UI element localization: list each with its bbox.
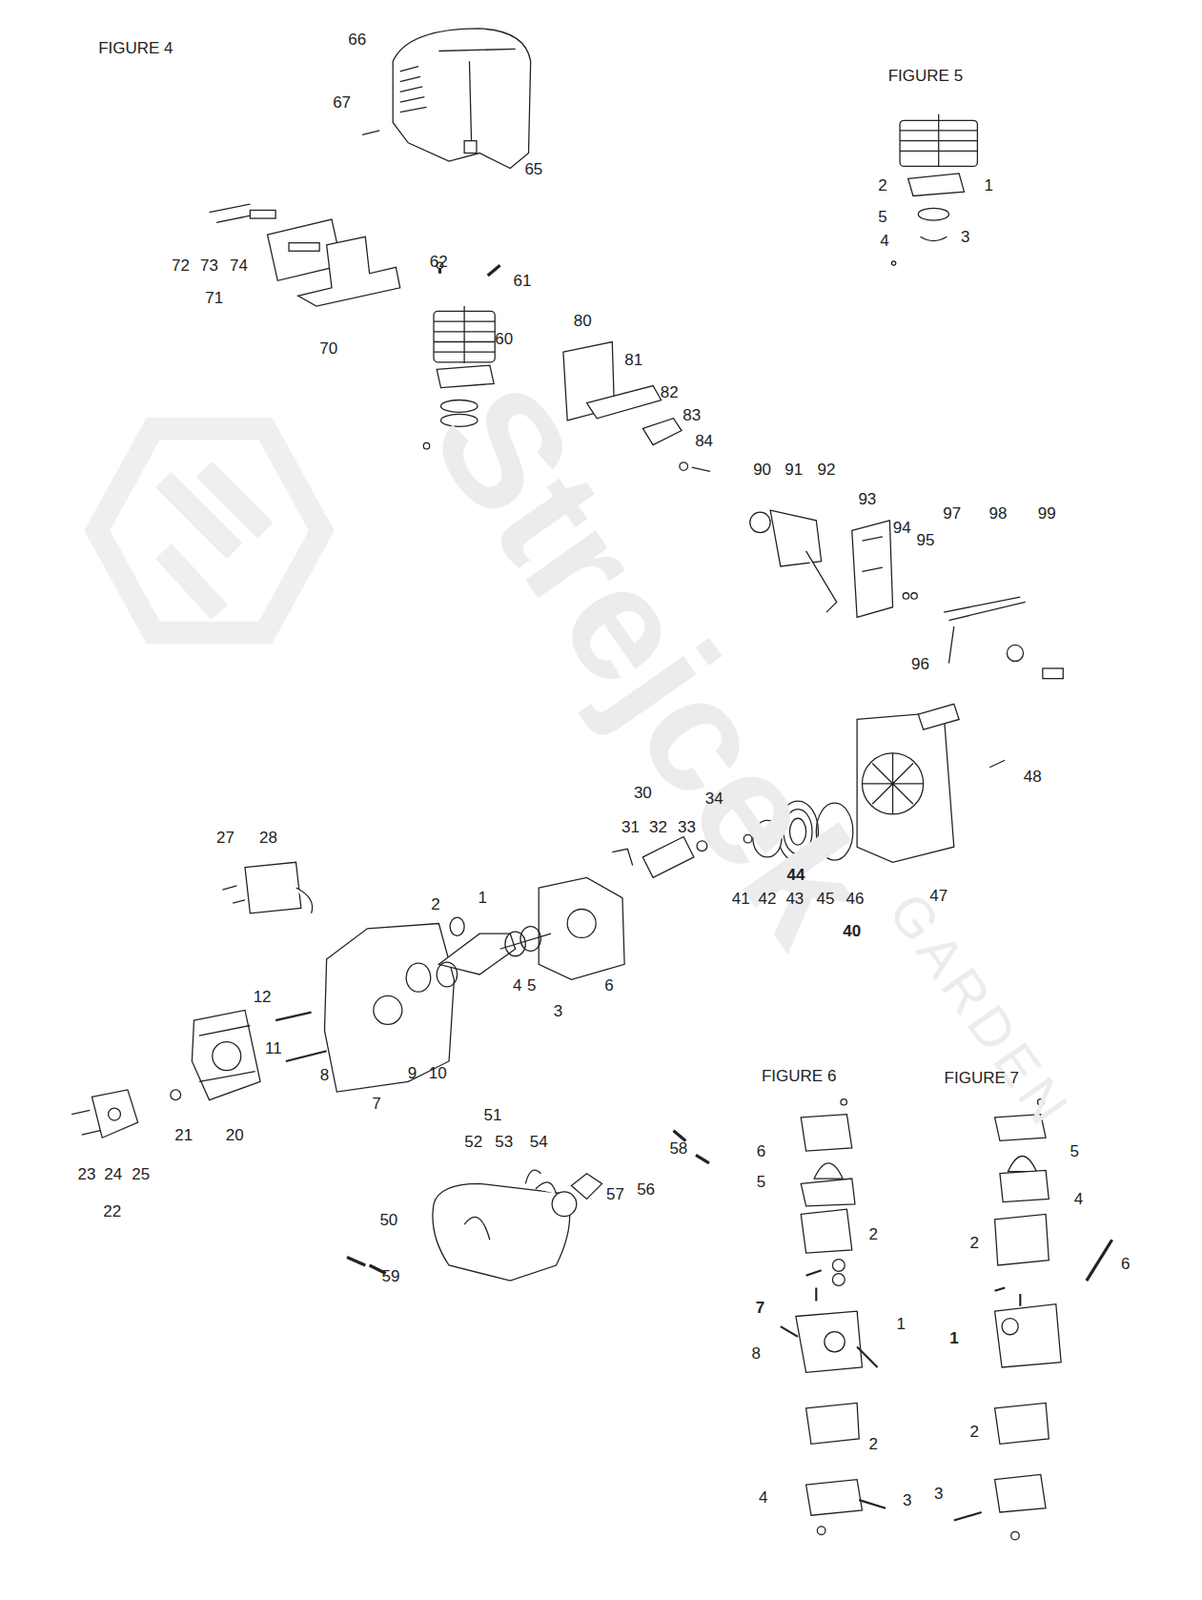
- callout-number: 6: [1120, 1255, 1130, 1272]
- callout-number: 70: [319, 340, 338, 357]
- callout-number: 95: [916, 531, 935, 549]
- callout-number: 47: [929, 886, 948, 903]
- callout-number: 40: [842, 922, 861, 939]
- callout-number: 21: [174, 1126, 193, 1143]
- callout-number: 4: [1074, 1189, 1083, 1206]
- callout-number: 96: [911, 654, 930, 672]
- callout-number: 2: [970, 1422, 979, 1439]
- callout-number: 72: [171, 257, 190, 274]
- callout-number: 98: [988, 505, 1007, 522]
- callout-number: 3: [902, 1490, 912, 1508]
- callout-number: 67: [332, 94, 351, 111]
- callout-number: 66: [347, 30, 367, 47]
- callout-number: 81: [624, 350, 643, 367]
- callout-number: 43: [785, 890, 804, 907]
- callout-number: 33: [677, 818, 696, 836]
- callout-number: 62: [429, 253, 449, 270]
- callout-number: 83: [682, 406, 701, 423]
- callout-number: 10: [428, 1064, 448, 1081]
- callout-number: 73: [200, 257, 219, 274]
- callout-number: 50: [379, 1211, 398, 1228]
- callout-number: 2: [430, 896, 440, 913]
- callout-number: 22: [102, 1202, 122, 1219]
- callout-number: 6: [756, 1142, 766, 1160]
- callout-number: 3: [934, 1485, 943, 1502]
- callout-number: 60: [494, 330, 513, 347]
- callout-number: 4: [758, 1488, 768, 1506]
- callout-number: 90: [753, 461, 772, 478]
- callout-number: 30: [633, 783, 652, 800]
- callout-number: 1: [478, 888, 488, 905]
- callout-number: 61: [513, 272, 532, 289]
- callout-number: 56: [636, 1181, 655, 1198]
- callout-number: 23: [78, 1165, 97, 1182]
- callout-number: 3: [960, 228, 970, 245]
- callout-number: 82: [660, 384, 679, 401]
- callout-number: 45: [816, 890, 836, 907]
- callout-number: 58: [669, 1140, 688, 1157]
- callout-number: 28: [259, 828, 278, 845]
- callout-number: 9: [407, 1064, 417, 1081]
- callout-number: 2: [877, 176, 887, 193]
- callout-number: 27: [216, 828, 235, 845]
- callout-number: 6: [604, 976, 613, 993]
- callout-number: 5: [527, 976, 536, 993]
- callout-number: 2: [869, 1434, 878, 1451]
- callout-number: 31: [621, 818, 640, 836]
- callout-number: 24: [103, 1165, 123, 1182]
- callout-number: 34: [705, 790, 724, 807]
- figure-title: FIGURE 4: [98, 40, 173, 57]
- callout-number: 3: [553, 1001, 563, 1019]
- callout-number: 25: [131, 1165, 150, 1182]
- callout-number: 41: [732, 890, 751, 907]
- callout-number: 8: [751, 1344, 760, 1362]
- callout-number: 97: [942, 505, 961, 522]
- callout-number: 2: [970, 1233, 979, 1250]
- watermark: GARDEN: [878, 883, 1080, 1138]
- callout-number: 1: [984, 176, 994, 193]
- callout-number: 51: [484, 1105, 503, 1122]
- callout-number: 71: [204, 288, 224, 306]
- callout-number: 53: [494, 1132, 513, 1149]
- callout-number: 42: [758, 890, 777, 907]
- callout-number: 5: [877, 207, 887, 225]
- callout-number: 46: [846, 890, 865, 907]
- callout-number: 44: [786, 866, 805, 883]
- callout-number: 59: [382, 1267, 401, 1284]
- callout-number: 52: [464, 1132, 483, 1149]
- figure-title: FIGURE 7: [944, 1069, 1019, 1086]
- callout-number: 80: [573, 312, 592, 329]
- callout-number: 54: [529, 1132, 549, 1149]
- figure-title: FIGURE 5: [888, 67, 963, 84]
- callout-number: 4: [879, 231, 889, 248]
- callout-number: 8: [320, 1066, 329, 1083]
- callout-number: 4: [512, 976, 522, 993]
- callout-number: 11: [264, 1039, 283, 1057]
- callout-number: 93: [857, 490, 877, 508]
- callout-number: 94: [893, 519, 912, 536]
- callout-number: 7: [755, 1299, 765, 1316]
- callout-number: 74: [229, 257, 248, 274]
- callout-number: 5: [756, 1172, 766, 1189]
- callout-number: 91: [784, 461, 803, 478]
- callout-number: 1: [896, 1315, 905, 1332]
- callout-number: 7: [371, 1095, 381, 1112]
- callout-number: 48: [1023, 767, 1042, 784]
- callout-number: 84: [694, 432, 714, 449]
- callout-number: 1: [949, 1329, 958, 1346]
- callout-number: 65: [524, 160, 543, 177]
- callout-number: 92: [817, 461, 836, 478]
- callout-number: 32: [649, 818, 668, 836]
- callout-number: 5: [1069, 1142, 1079, 1160]
- callout-number: 12: [253, 987, 272, 1004]
- callout-number: 20: [225, 1126, 245, 1143]
- callout-number: 99: [1038, 505, 1057, 522]
- figure-title: FIGURE 6: [761, 1067, 836, 1084]
- callout-number: 2: [869, 1225, 878, 1243]
- callout-number: 57: [606, 1185, 625, 1202]
